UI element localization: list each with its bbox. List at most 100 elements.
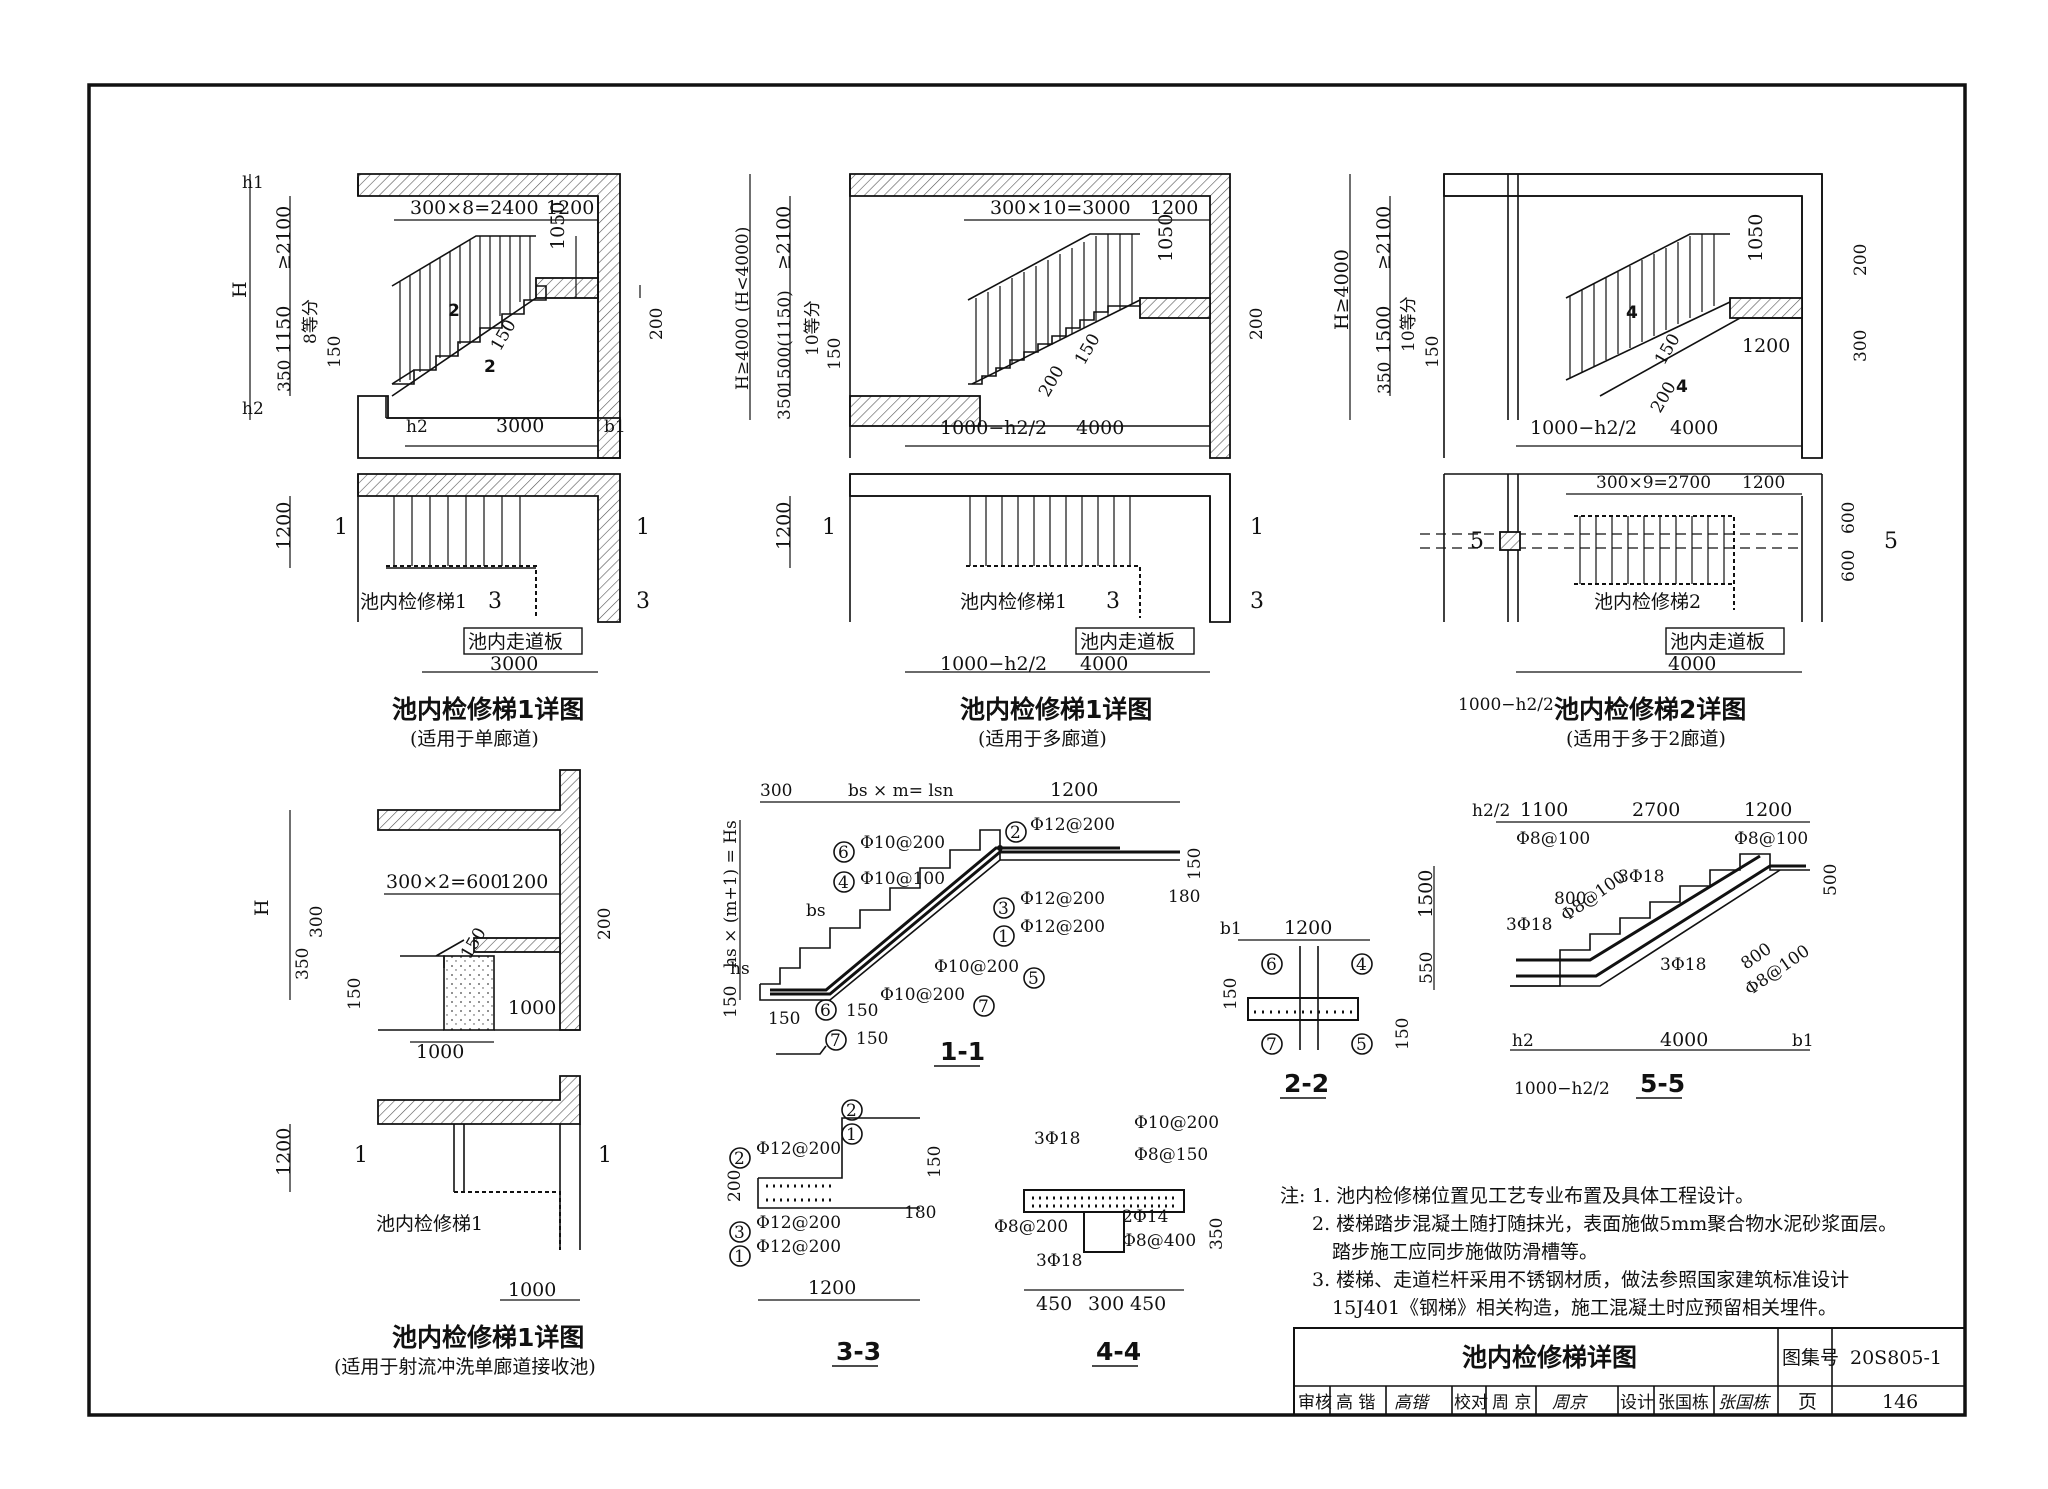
plan-600-a: 600 — [1839, 502, 1859, 534]
s11-hsm: hs × (m+1) = Hs — [721, 820, 741, 968]
plan-600-b: 600 — [1839, 550, 1859, 582]
s11-bsm: bs × m= lsn — [848, 781, 954, 801]
designer-signature: 张国栋 — [1718, 1393, 1772, 1413]
cut-1-left: 1 — [334, 515, 348, 540]
s22-1200: 1200 — [1284, 917, 1332, 939]
atlas-label: 图集号 — [1782, 1347, 1839, 1369]
label-b1: b1 — [604, 417, 626, 437]
s33-n1: 1 — [734, 1247, 745, 1267]
dim-150-d: 150 — [345, 978, 365, 1010]
note-2b: 踏步施工应同步施做防滑槽等。 — [1332, 1241, 1598, 1263]
dim-8-div: 8等分 — [301, 299, 321, 344]
s22-n6: 6 — [1266, 955, 1277, 975]
dim-200-b: 200 — [1247, 308, 1267, 340]
label-h1: h1 — [242, 173, 264, 193]
cut-3-left: 3 — [488, 589, 502, 614]
dim-1000-b: 1000−h2/2 — [940, 417, 1047, 439]
dim-landing: 1200 — [546, 197, 594, 219]
s55-r100a: Φ8@100 — [1516, 829, 1590, 849]
s11-n7: 7 — [978, 997, 989, 1017]
s55-500: 500 — [1821, 864, 1841, 896]
dim-4000-b: 4000 — [1076, 417, 1124, 439]
dim-1000-bot-d: 1000 — [416, 1041, 464, 1063]
notes-head: 注: — [1280, 1185, 1305, 1207]
label-walkway-b: 池内走道板 — [1080, 631, 1175, 653]
view-title-d: 池内检修梯1详图 — [392, 1323, 584, 1352]
s11-title: 1-1 — [940, 1037, 985, 1066]
s11-n7b: 7 — [830, 1031, 841, 1051]
s11-180: 180 — [1168, 887, 1200, 907]
label-ladder2: 池内检修梯2 — [1594, 591, 1701, 613]
view-subtitle-d: (适用于射流冲洗单廊道接收池) — [334, 1356, 596, 1378]
label-walkway: 池内走道板 — [468, 631, 563, 653]
notes-block: 注: 1. 池内检修梯位置见工艺专业布置及具体工程设计。 2. 楼梯踏步混凝土随… — [1280, 1185, 1897, 1319]
section-5-5: h2/2 1100 2700 1200 Φ8@100 Φ8@100 3Φ18 8… — [1415, 799, 1841, 1099]
dim-land-b: 1200 — [1150, 197, 1198, 219]
dim-1000-c: 1000−h2/2 — [1530, 417, 1637, 439]
cut-1-right-b: 1 — [1250, 515, 1264, 540]
s55-title: 5-5 — [1640, 1069, 1685, 1098]
label-ladder1-d: 池内检修梯1 — [376, 1213, 483, 1235]
s11-r4: Φ10@100 — [860, 869, 945, 889]
s44-300: 300 — [1088, 1293, 1124, 1315]
dim-150-step-c: 150 — [1651, 330, 1685, 368]
dim-350-b: 350 — [775, 388, 795, 420]
cut-4-b: 4 — [1676, 377, 1688, 397]
s44-e: 2Φ14 — [1122, 1207, 1168, 1227]
dim-2100-c: ≥2100 — [1373, 206, 1395, 270]
section-2-2: 1200 b1 150 150 6 4 7 5 2-2 — [1220, 917, 1413, 1099]
dim-350-c: 350 — [1375, 362, 1395, 394]
plan-dim-1200: 1200 — [273, 502, 295, 550]
s33-r3: Φ12@200 — [756, 1213, 841, 1233]
dim-H-c: H≥4000 — [1331, 249, 1353, 330]
label-walkway-c: 池内走道板 — [1670, 631, 1765, 653]
plan-1200-b: 1200 — [773, 502, 795, 550]
check-label: 校对 — [1454, 1393, 1488, 1413]
s44-d: Φ8@200 — [994, 1217, 1068, 1237]
s11-150e: 150 — [856, 1029, 888, 1049]
plan-run-c: 300×9=2700 — [1596, 473, 1711, 493]
dim-div-b: 10等分 — [803, 300, 823, 356]
dim-step-150: 150 — [487, 316, 521, 354]
cut-3-right-b: 3 — [1250, 589, 1264, 614]
cut-4-a: 4 — [1626, 303, 1638, 323]
dim-1050-c: 1050 — [1745, 214, 1767, 262]
note-2: 2. 楼梯踏步混凝土随打随抹光，表面施做5mm聚合物水泥砂浆面层。 — [1312, 1213, 1897, 1235]
dim-rail-1050: 1050 — [547, 202, 569, 250]
s22-150: 150 — [1221, 978, 1241, 1010]
dim-run-b: 300×10=3000 — [990, 197, 1131, 219]
s33-n2a: 2 — [846, 1101, 857, 1121]
s22-title: 2-2 — [1284, 1069, 1329, 1098]
s11-r7: Φ10@200 — [880, 985, 965, 1005]
atlas-number: 20S805-1 — [1850, 1347, 1942, 1369]
s44-b: Φ10@200 — [1134, 1113, 1219, 1133]
view-stair1-jet: 300×2=600 1200 H 300 350 150 200 150 100… — [251, 769, 615, 1378]
cut-3-left-b: 3 — [1106, 589, 1120, 614]
view-stair1-multi: 300×10=3000 1200 1050 ≥2100 H≥4000 (H<40… — [733, 173, 1267, 750]
view-subtitle-a: (适用于单廊道) — [410, 728, 539, 750]
note-3b: 15J401《钢梯》相关构造，施工混凝土时应预留相关埋件。 — [1332, 1297, 1837, 1319]
s55-r18c: 3Φ18 — [1660, 955, 1706, 975]
note-3: 3. 楼梯、走道栏杆采用不锈钢材质，做法参照国家建筑标准设计 — [1312, 1269, 1849, 1291]
cut-5-left: 5 — [1470, 529, 1484, 554]
s44-g: 3Φ18 — [1036, 1251, 1082, 1271]
s11-r6: Φ10@200 — [860, 833, 945, 853]
dim-300-d: 300 — [307, 906, 327, 938]
dim-1500-c: 1500 — [1373, 306, 1395, 354]
s11-bs: bs — [806, 901, 826, 921]
view-title-b: 池内检修梯1详图 — [960, 695, 1152, 724]
s11-n1: 1 — [998, 927, 1009, 947]
s22-n7: 7 — [1266, 1035, 1277, 1055]
s33-r1: Φ12@200 — [756, 1237, 841, 1257]
dim-H: H — [229, 281, 251, 298]
dim-200: 200 — [647, 308, 667, 340]
dim-1150: 1150 — [273, 306, 295, 354]
section-3-3: 1200 200 150 180 2 1 2 Φ12@200 3 Φ12@200… — [725, 1099, 945, 1367]
dim-150-step-b: 150 — [1071, 330, 1105, 368]
s11-1200: 1200 — [1050, 779, 1098, 801]
plan-dim-3000: 3000 — [490, 653, 538, 675]
dim-1500-b: 1500(1150) — [775, 290, 795, 390]
plan-1000-d: 1000 — [508, 1279, 556, 1301]
s33-200: 200 — [725, 1170, 745, 1202]
